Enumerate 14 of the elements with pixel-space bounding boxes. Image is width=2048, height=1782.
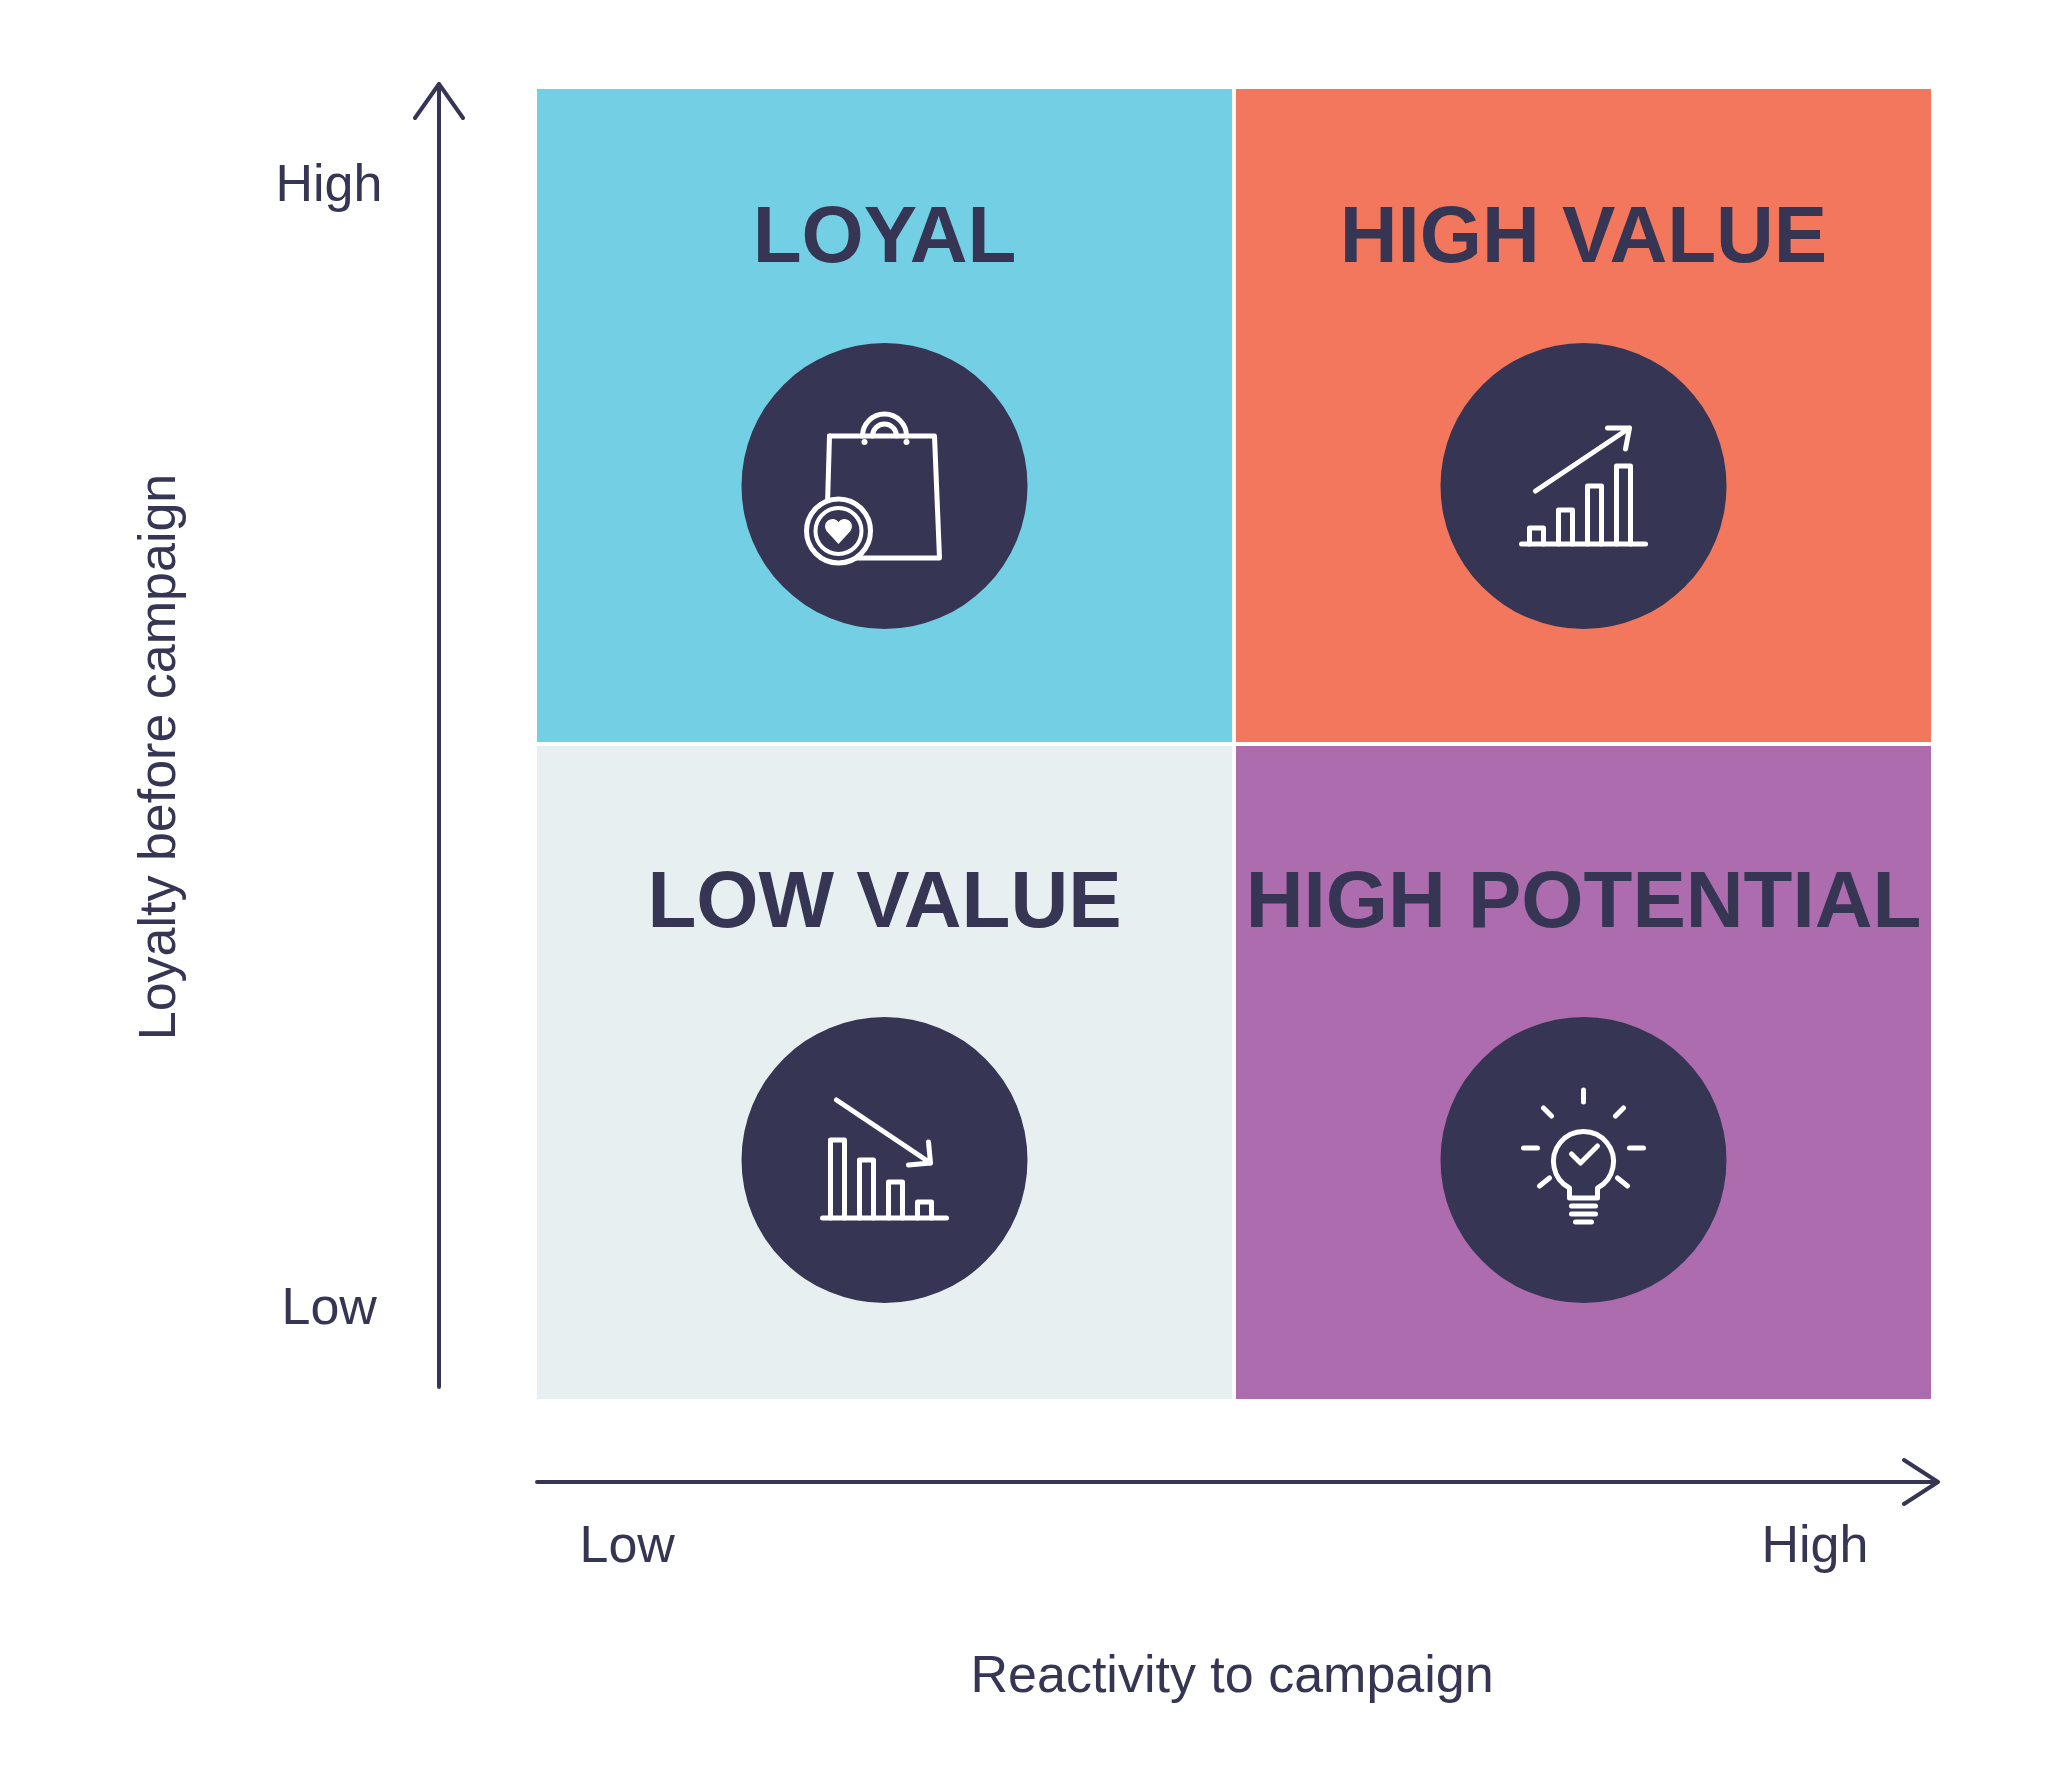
axis-tick-label: Low — [281, 1276, 377, 1336]
quadrant-title: LOYAL — [751, 189, 1018, 281]
axis-tick-label: High — [275, 153, 383, 213]
quadrant-box — [1236, 746, 1931, 1399]
quadrant-title: HIGH POTENTIAL — [1244, 854, 1923, 946]
axis-tick-label: High — [1761, 1514, 1869, 1574]
axis-title: Reactivity to campaign — [970, 1644, 1494, 1704]
quadrant-title: HIGH VALUE — [1338, 189, 1829, 281]
axis-tick-label: Low — [579, 1514, 675, 1574]
axis-title: Loyalty before campaign — [126, 473, 187, 1041]
quadrant-box — [1236, 89, 1931, 742]
quadrant-title: LOW VALUE — [646, 854, 1123, 946]
quadrant-box — [537, 89, 1232, 742]
quadrant-box — [537, 746, 1232, 1399]
